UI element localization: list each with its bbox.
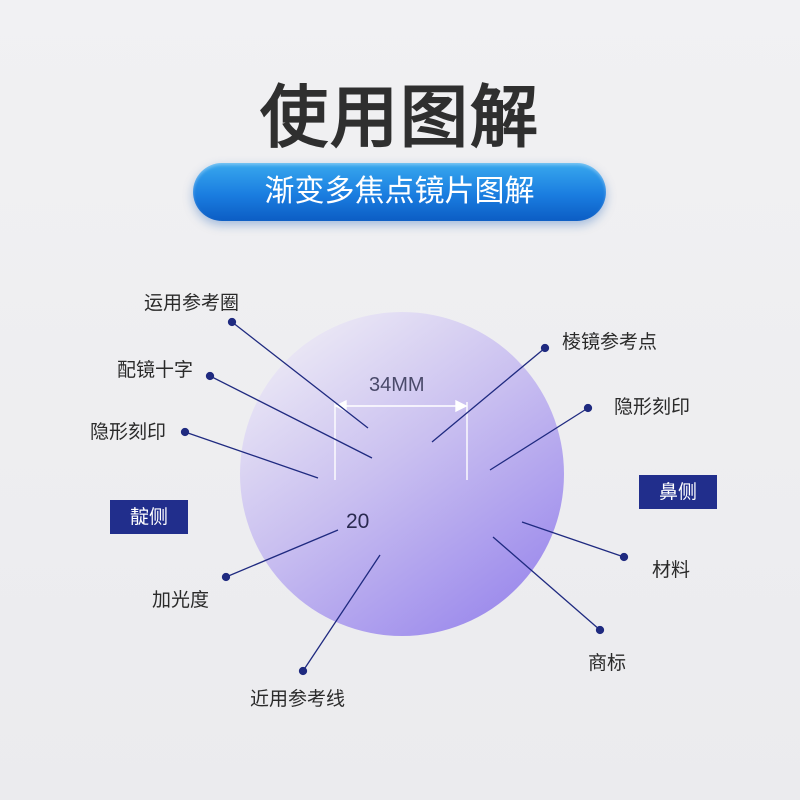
page-title: 使用图解: [259, 79, 540, 158]
leader-prism-reference-point: [431, 343, 550, 443]
temporal-side-badge: 靛侧: [110, 500, 188, 534]
leader-fitting-cross: [205, 371, 373, 459]
dimension-marker: [334, 399, 468, 480]
leader-material: [521, 521, 629, 562]
leader-hidden-mark-right: [489, 403, 593, 471]
leader-addition-power: [221, 529, 339, 582]
lens-circle: [240, 312, 564, 636]
leader-hidden-mark-left: [180, 427, 319, 479]
leader-near-reference-line: [298, 554, 381, 676]
label-hidden-mark-left: 隐形刻印: [90, 421, 167, 443]
label-trademark: 商标: [588, 652, 627, 674]
label-reference-circle: 运用参考圈: [144, 292, 240, 314]
label-addition-power: 加光度: [152, 589, 210, 611]
label-prism-reference-point: 棱镜参考点: [562, 331, 658, 353]
label-fitting-cross: 配镜十字: [117, 359, 194, 381]
lens-width-label: 34MM: [369, 374, 425, 396]
addition-number: 20: [346, 510, 370, 533]
nasal-side-badge: 鼻侧: [639, 475, 717, 509]
leader-trademark: [492, 536, 605, 635]
label-material: 材料: [652, 559, 691, 581]
label-hidden-mark-right: 隐形刻印: [614, 396, 691, 418]
label-near-reference-line: 近用参考线: [250, 688, 346, 710]
leader-reference-circle: [227, 317, 369, 429]
subtitle-banner: 渐变多焦点镜片图解: [193, 163, 606, 221]
